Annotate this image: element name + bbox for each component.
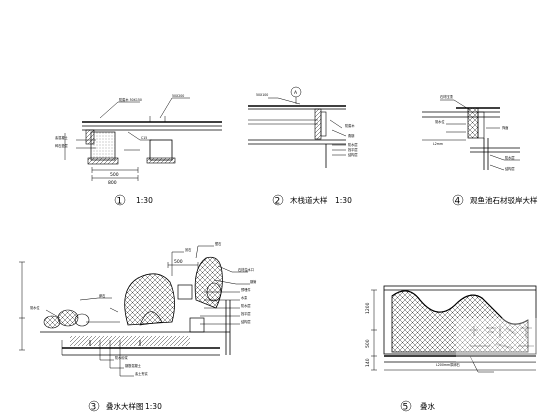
detail-2-title: 木栈道大样 (290, 195, 328, 205)
detail-3-drawing: 500 石材溢水口 钢管 预埋件 水泵 防水层 找平层 结构层 塑石 景石 卵石 (19, 241, 256, 377)
detail-3-circle (88, 400, 100, 412)
detail-5-title: 叠水 (420, 401, 435, 411)
detail-1-number: 1 (117, 197, 123, 207)
svg-text:素混凝土: 素混凝土 (55, 135, 69, 140)
detail-2-scale: 1:30 (335, 196, 352, 205)
detail-4-drawing: 石材压顶 常水位 L2mm 饰面 防水层 结构层 (422, 94, 520, 171)
svg-text:防腐木 50X150: 防腐木 50X150 (119, 97, 142, 102)
detail-4-title: 观鱼池石材驳岸大样 (470, 195, 538, 205)
svg-text:结构层: 结构层 (241, 319, 251, 324)
svg-text:防水层: 防水层 (348, 142, 358, 147)
detail-1-circle (114, 194, 126, 206)
detail-4-circle (452, 194, 464, 206)
d5-label: L200mm厚卵石 (436, 362, 460, 367)
svg-text:碎石垫层: 碎石垫层 (55, 143, 68, 148)
svg-text:钢筋混凝土: 钢筋混凝土 (125, 363, 142, 368)
d2-marker: A (294, 90, 298, 96)
svg-text:找平层: 找平层 (241, 311, 251, 316)
svg-text:L2mm: L2mm (433, 142, 443, 146)
svg-text:角钢: 角钢 (348, 133, 354, 138)
detail-2-drawing: A 防腐木 角钢 防水层 找平层 结构层 50X100 (248, 86, 358, 168)
svg-text:景石: 景石 (185, 247, 191, 252)
detail-5-number: 5 (403, 403, 409, 413)
d5-dim-mid: 500 (365, 339, 371, 348)
svg-text:塑石: 塑石 (215, 241, 221, 246)
svg-text:结构层: 结构层 (505, 166, 515, 171)
svg-text:结构层: 结构层 (348, 152, 358, 157)
detail-2-number: 2 (275, 197, 281, 207)
detail-3-scale: 1:30 (145, 402, 162, 411)
svg-text:C15: C15 (141, 136, 147, 140)
svg-text:找平层: 找平层 (348, 147, 358, 152)
detail-5-circle (400, 400, 412, 412)
svg-text:防水砂浆: 防水砂浆 (115, 355, 129, 360)
watermark-logo (456, 318, 556, 362)
svg-text:50X200: 50X200 (172, 94, 184, 98)
svg-text:防水层: 防水层 (505, 155, 515, 160)
svg-text:石材溢水口: 石材溢水口 (238, 267, 254, 272)
svg-text:石材压顶: 石材压顶 (440, 94, 454, 99)
detail-3-number: 3 (91, 403, 97, 413)
detail-1-drawing: 防腐木 50X150 50X200 素混凝土 碎石垫层 C15 500 800 (55, 94, 222, 186)
svg-text:预埋件: 预埋件 (241, 287, 251, 292)
d5-dim-top: 1200 (365, 302, 371, 314)
svg-text:水泵: 水泵 (241, 295, 248, 300)
svg-text:50X100: 50X100 (256, 93, 268, 97)
d1-dim-part: 500 (110, 172, 119, 178)
d5-dim-bot: 140 (365, 358, 371, 367)
d3-dim-top: 500 (174, 259, 183, 265)
detail-2-circle (272, 194, 284, 206)
svg-text:常水位: 常水位 (30, 305, 40, 310)
svg-text:素土夯实: 素土夯实 (135, 371, 148, 376)
svg-text:卵石: 卵石 (99, 293, 105, 298)
svg-text:防水层: 防水层 (241, 303, 251, 308)
detail-3-title: 叠水大样图 (106, 401, 144, 411)
d1-dim-total: 800 (108, 180, 117, 186)
svg-text:钢管: 钢管 (250, 279, 256, 284)
detail-5-drawing: 1200 500 140 L200mm厚卵石 (365, 285, 537, 373)
detail-1-scale: 1:30 (136, 196, 153, 205)
detail-4-number: 4 (455, 197, 461, 207)
svg-text:常水位: 常水位 (435, 119, 445, 124)
svg-text:饰面: 饰面 (502, 125, 508, 130)
svg-text:防腐木: 防腐木 (345, 123, 355, 128)
